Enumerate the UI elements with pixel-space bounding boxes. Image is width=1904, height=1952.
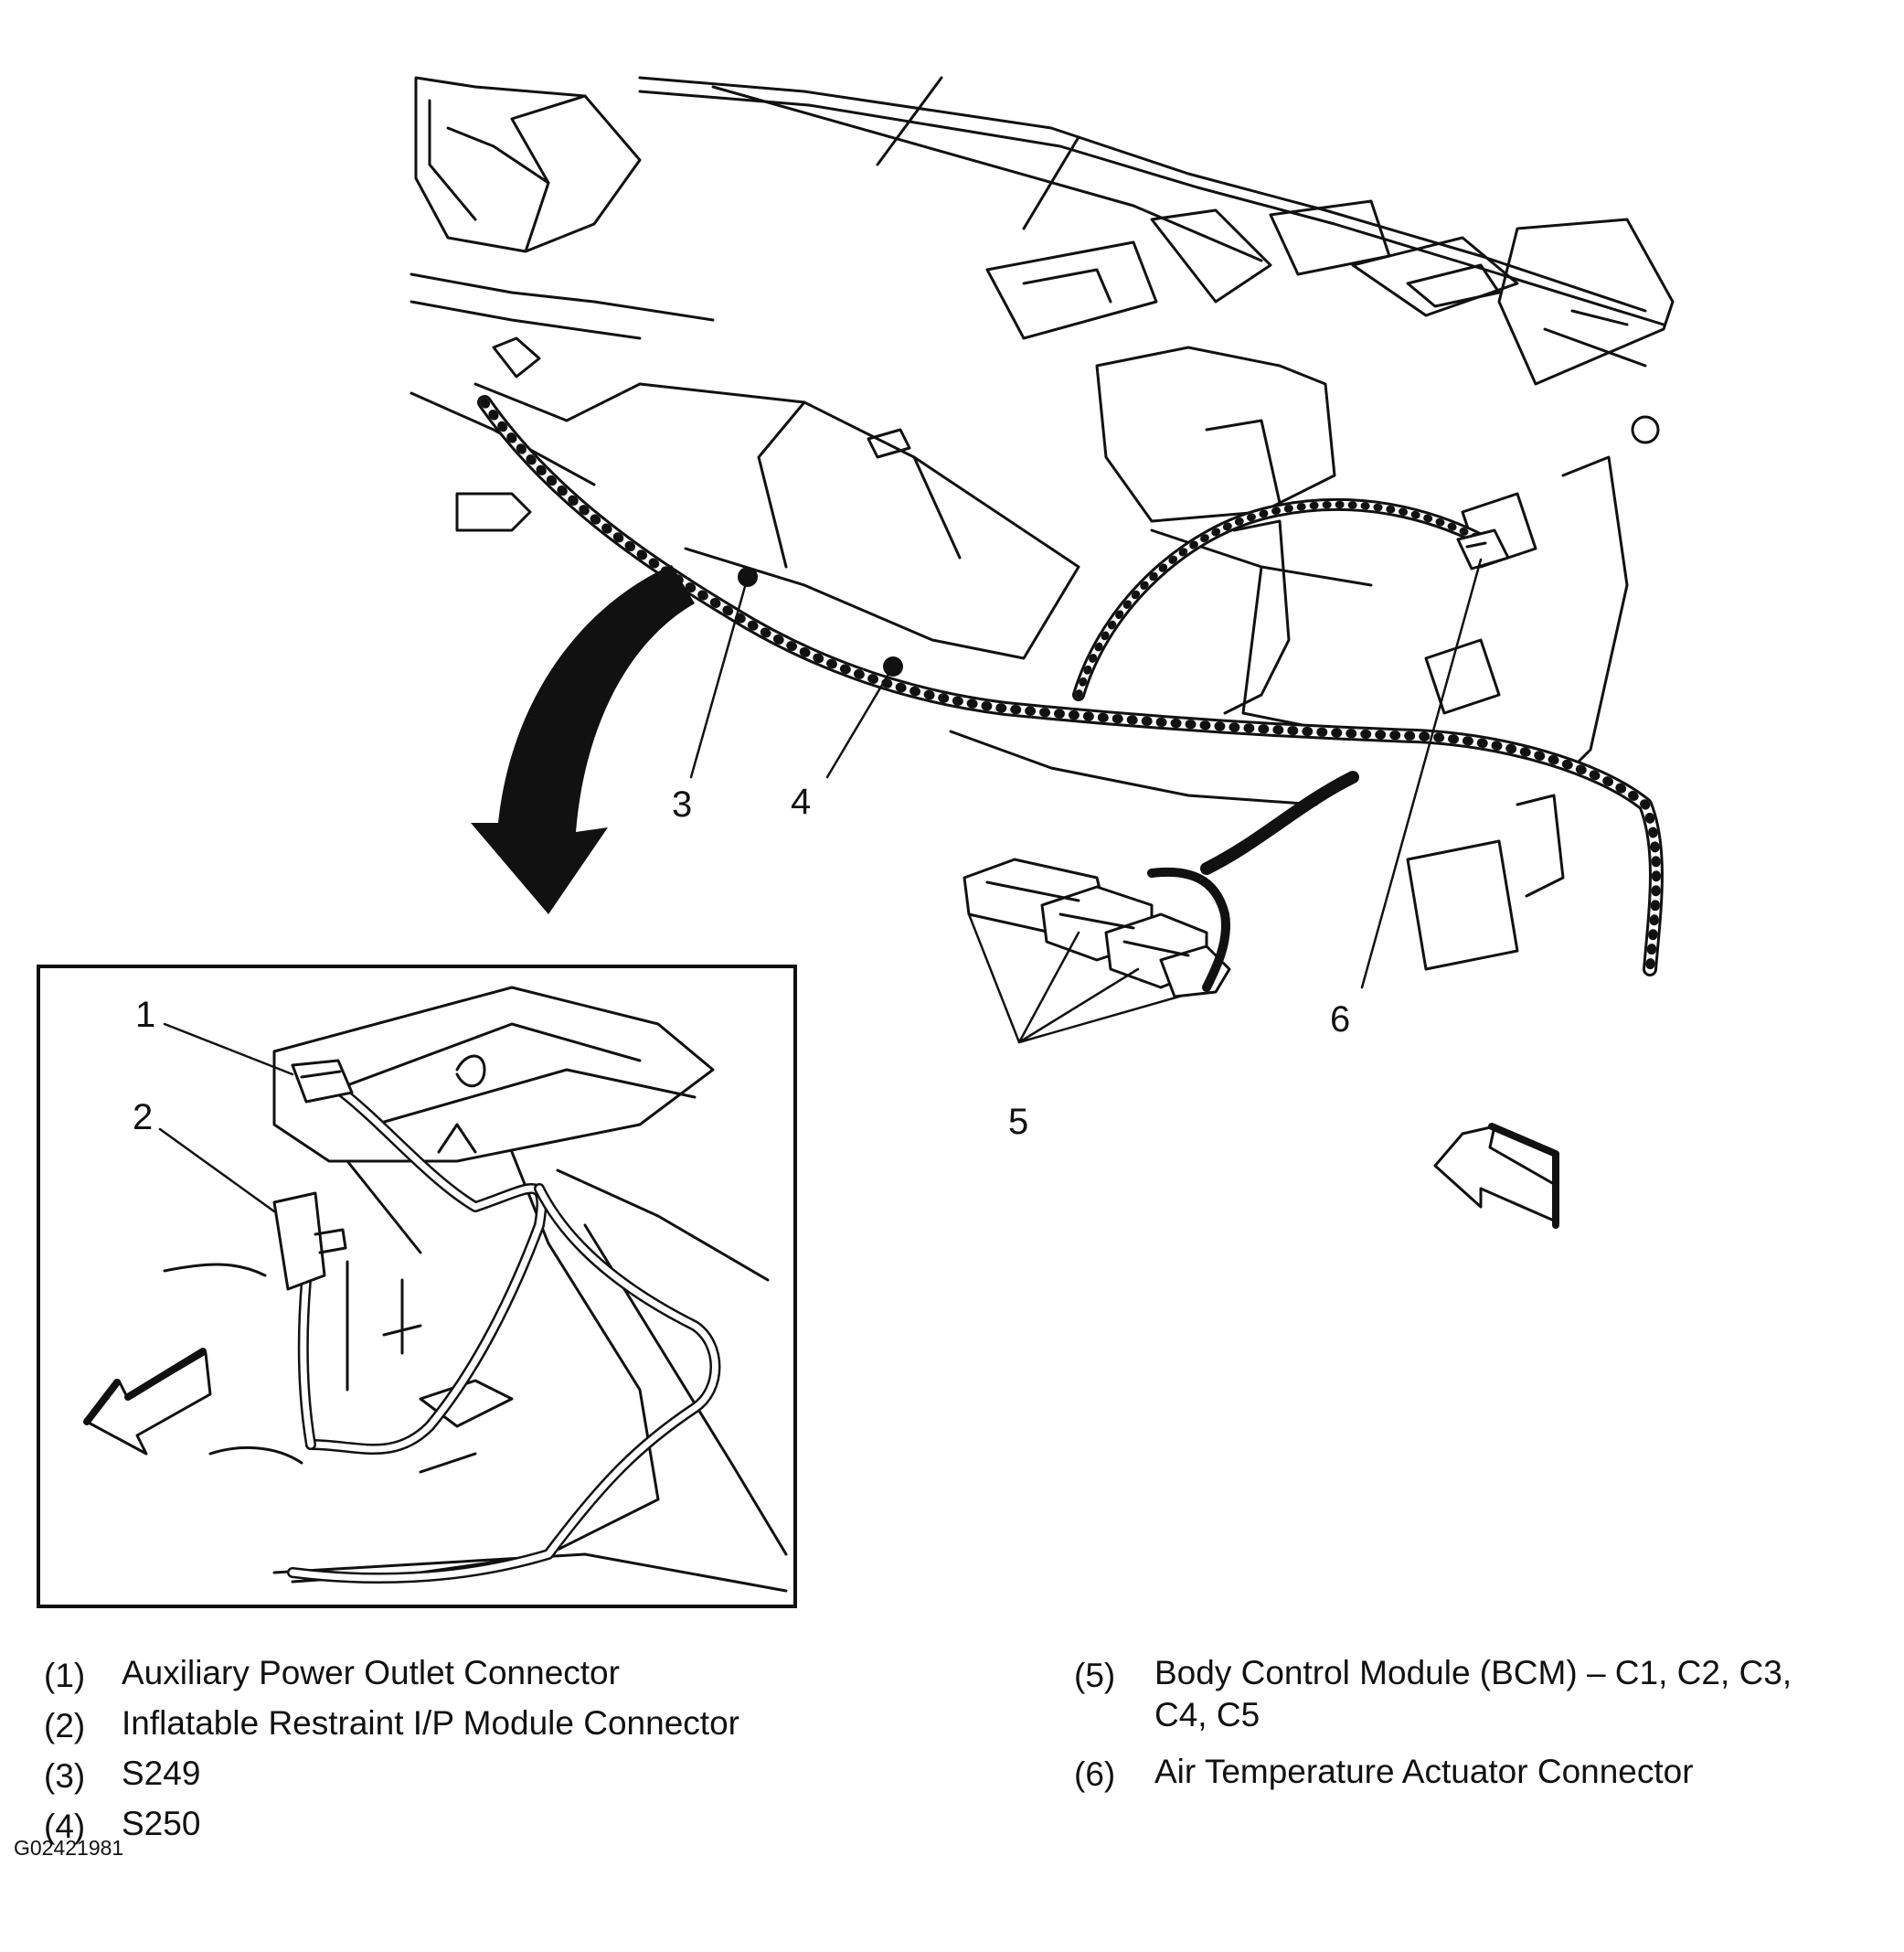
legend-label: S249 — [122, 1755, 201, 1792]
callout-5: 5 — [1008, 1102, 1028, 1142]
inflatable-restraint-connector — [272, 1191, 347, 1291]
callout-6: 6 — [1330, 999, 1350, 1040]
body-control-module-connectors — [963, 858, 1231, 998]
callout-2: 2 — [133, 1097, 153, 1137]
legend-number: (2) — [44, 1707, 86, 1744]
callout-leaders-inset — [158, 1022, 294, 1213]
callout-4: 4 — [791, 782, 811, 822]
legend-label: Air Temperature Actuator Connector — [1154, 1753, 1694, 1790]
legend-number: (4) — [44, 1808, 86, 1845]
view-arrow-icon — [471, 565, 695, 914]
callout-3: 3 — [672, 784, 692, 825]
legend-label-continued: C4, C5 — [1154, 1696, 1260, 1733]
legend-label: S250 — [122, 1805, 201, 1842]
legend-number: (3) — [44, 1757, 86, 1795]
legend-number: (6) — [1074, 1755, 1116, 1793]
legend-number: (1) — [44, 1657, 86, 1694]
callout-leaders-main — [689, 558, 1483, 1044]
callout-1: 1 — [135, 995, 155, 1035]
legend-label: Body Control Module (BCM) – C1, C2, C3, — [1154, 1654, 1792, 1691]
instrument-panel-structure — [410, 76, 1675, 971]
legend-label: Inflatable Restraint I/P Module Connecto… — [122, 1704, 739, 1742]
direction-arrow-inset-icon — [83, 1348, 212, 1456]
auxiliary-power-outlet-connector — [291, 1059, 354, 1104]
figure-id: G02421981 — [14, 1836, 124, 1860]
direction-arrow-icon — [1433, 1123, 1559, 1229]
main-wiring-harness — [477, 395, 1664, 976]
legend-number: (5) — [1074, 1657, 1116, 1694]
legend-label: Auxiliary Power Outlet Connector — [122, 1654, 620, 1691]
detail-inset-harness — [287, 1087, 721, 1584]
detail-inset-frame — [37, 965, 797, 1608]
air-temperature-actuator-connector — [1456, 528, 1510, 571]
